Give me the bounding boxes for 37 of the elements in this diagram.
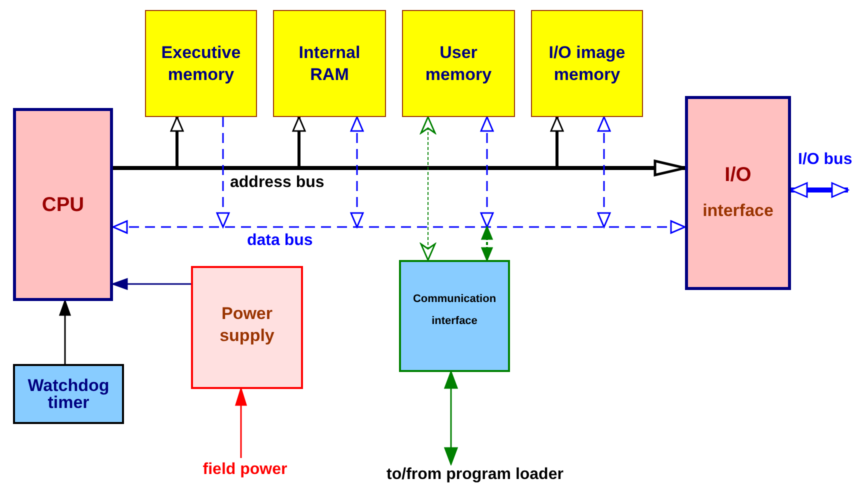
cpu-box [13, 108, 113, 301]
arrow [550, 116, 564, 168]
arrow [113, 159, 687, 177]
box-label: Executive memory [160, 42, 242, 86]
box-label: Internal RAM [298, 42, 362, 86]
box-label: Power supply [218, 302, 276, 346]
memory-box [145, 10, 257, 117]
arrow [292, 116, 306, 168]
double-arrow [350, 116, 364, 228]
double-arrow [480, 116, 494, 228]
box-label: I/O [724, 164, 752, 186]
double-arrow [112, 220, 686, 234]
input-label: field power [185, 458, 305, 482]
output-label: to/from program loader [345, 464, 605, 486]
memory-box [531, 10, 643, 117]
box-label: CPU [40, 194, 86, 216]
box-label: Communication interface [412, 292, 498, 329]
arrow [112, 278, 191, 290]
arrow [235, 388, 247, 458]
memory-box [402, 10, 515, 117]
double-arrow [481, 226, 493, 261]
box-label: I/O image memory [548, 42, 626, 86]
power-supply-box [191, 266, 303, 389]
double-arrow [420, 116, 436, 262]
double-arrow [790, 182, 850, 198]
box-label: Watchdog timer [26, 377, 110, 411]
interface-box [399, 260, 510, 372]
double-arrow [597, 116, 611, 228]
arrow [216, 117, 230, 228]
box-label: interface [702, 200, 774, 222]
timer-box [13, 364, 124, 424]
arrow [170, 116, 184, 168]
memory-box [273, 10, 386, 117]
box-label: User memory [424, 42, 493, 86]
arrow [59, 300, 71, 364]
double-arrow [444, 371, 458, 465]
interface-box [685, 96, 791, 290]
